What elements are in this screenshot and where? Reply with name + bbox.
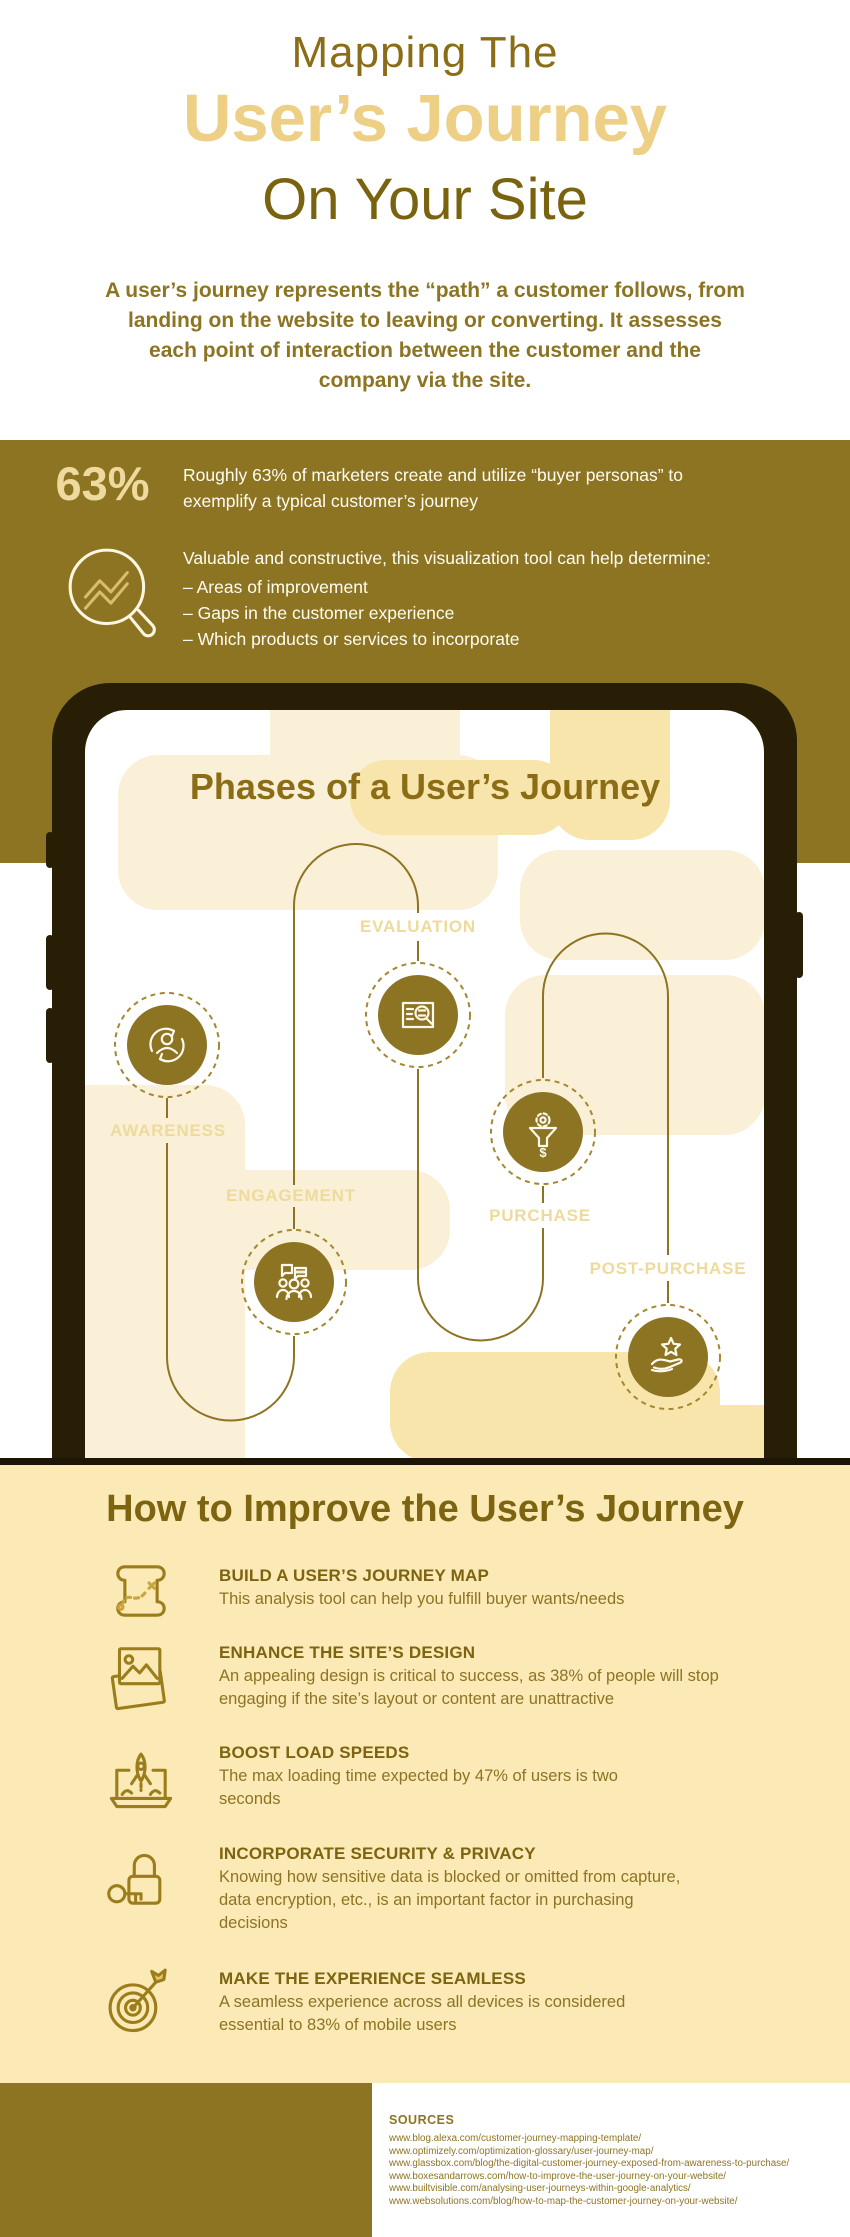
- title-line-1: Mapping The: [291, 28, 559, 77]
- intro-paragraph: A user’s journey represents the “path” a…: [105, 279, 745, 392]
- decor-blob: [85, 1085, 245, 1462]
- lock-key-icon: [98, 1840, 184, 1926]
- rocket-laptop-icon: [98, 1738, 184, 1824]
- improve-section-title: How to Improve the User’s Journey: [106, 1488, 744, 1530]
- source-url: www.boxesandarrows.com/how-to-improve-th…: [389, 2170, 727, 2182]
- source-url: www.websolutions.com/blog/how-to-map-the…: [389, 2195, 738, 2207]
- stat-text: Roughly 63% of marketers create and util…: [183, 465, 683, 511]
- improve-item-heading: ENHANCE THE SITE’S DESIGN: [219, 1643, 476, 1662]
- stat-value: 63%: [55, 457, 150, 510]
- decor-blob: [520, 850, 764, 960]
- title-line-2: User’s Journey: [182, 81, 668, 156]
- phone-side-button: [46, 1008, 54, 1063]
- improve-item-heading: INCORPORATE SECURITY & PRIVACY: [219, 1844, 536, 1863]
- footer-olive-block: [0, 2083, 372, 2237]
- phone-screen: [85, 710, 764, 1462]
- improve-item-body: Knowing how sensitive data is blocked or…: [219, 1868, 681, 1932]
- sources-list: SOURCES www.blog.alexa.com/customer-jour…: [389, 2113, 829, 2209]
- improve-item-body: This analysis tool can help you fulfill …: [219, 1590, 625, 1608]
- decor-blob: [600, 1405, 764, 1462]
- vis-item: – Gaps in the customer experience: [183, 603, 455, 623]
- vis-item: – Areas of improvement: [183, 577, 368, 597]
- vis-item: – Which products or services to incorpor…: [183, 629, 520, 649]
- decor-blob: [350, 760, 570, 835]
- vis-lead: Valuable and constructive, this visualiz…: [183, 548, 711, 568]
- phone-side-button: [46, 935, 54, 990]
- title-line-3: On Your Site: [262, 167, 588, 232]
- phone-side-button: [795, 912, 803, 978]
- decor-blob: [505, 975, 764, 1135]
- improve-item-heading: BUILD A USER’S JOURNEY MAP: [219, 1566, 489, 1585]
- target-dart-icon: [98, 1958, 184, 2044]
- section-divider: [0, 1458, 850, 1465]
- phone-mockup: [46, 683, 803, 1462]
- source-url: www.blog.alexa.com/customer-journey-mapp…: [389, 2133, 642, 2144]
- source-url: www.builtvisible.com/analysing-user-jour…: [389, 2183, 691, 2195]
- map-icon: [98, 1548, 184, 1634]
- improve-item-body: An appealing design is critical to succe…: [219, 1667, 719, 1708]
- improve-item-body: The max loading time expected by 47% of …: [219, 1767, 618, 1808]
- source-url: www.optimizely.com/optimization-glossary…: [389, 2145, 654, 2157]
- source-url: www.glassbox.com/blog/the-digital-custom…: [389, 2158, 790, 2170]
- photos-icon: [98, 1638, 184, 1724]
- visualization-benefits: Valuable and constructive, this visualiz…: [183, 545, 783, 652]
- improve-item-heading: BOOST LOAD SPEEDS: [219, 1743, 410, 1762]
- magnifier-chart-icon: [62, 544, 164, 646]
- sources-title: SOURCES: [389, 2113, 455, 2127]
- improve-item-heading: MAKE THE EXPERIENCE SEAMLESS: [219, 1969, 526, 1988]
- decor-blob: [200, 1170, 450, 1270]
- decor-blob: [550, 710, 670, 840]
- improve-item-body: A seamless experience across all devices…: [219, 1993, 626, 2034]
- phone-side-button: [46, 832, 54, 868]
